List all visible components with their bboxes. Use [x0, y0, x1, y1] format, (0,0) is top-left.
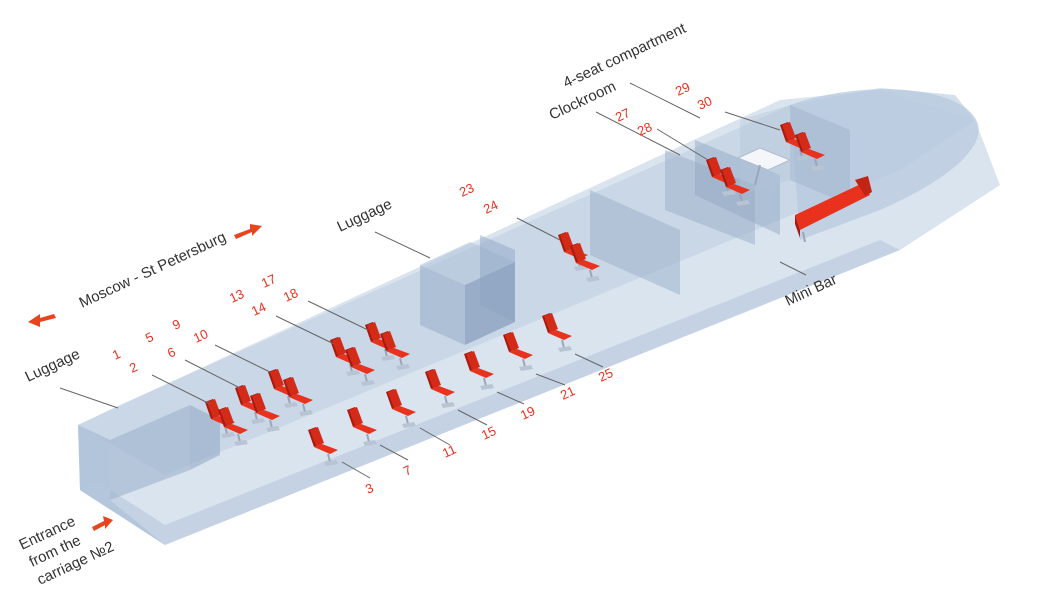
leader-lines [59, 82, 807, 479]
compartment-table [736, 147, 792, 171]
four-seat-label: 4-seat compartment [561, 19, 690, 91]
luggage-center-front [420, 265, 465, 345]
seat-number-5: 5 [143, 329, 156, 346]
carriage-front-edge [80, 240, 900, 545]
luggage-left-label: Luggage [23, 346, 83, 386]
seat-number-11: 11 [440, 441, 459, 460]
table-leg [754, 164, 761, 186]
seat-number-13: 13 [227, 286, 246, 306]
mid-partition [590, 190, 680, 295]
partitions [110, 105, 850, 500]
seat-number-29: 29 [673, 79, 692, 99]
seat-number-25: 25 [596, 365, 615, 385]
clockroom-label: Clockroom [547, 78, 619, 124]
seat-number-21: 21 [558, 383, 577, 403]
seat-number-labels: 1 2 5 6 9 10 13 14 17 18 23 24 27 28 29 … [110, 79, 714, 497]
seat-number-18: 18 [281, 285, 300, 305]
seat-number-7: 7 [401, 462, 414, 479]
luggage-center-top [420, 242, 515, 285]
seat-number-19: 19 [518, 403, 537, 423]
seat-number-17: 17 [259, 271, 278, 291]
clockroom-partition-1 [665, 150, 755, 245]
direction-label: Moscow - St Petersburg [77, 229, 229, 312]
seat-number-3: 3 [363, 480, 376, 497]
seat-number-1: 1 [110, 346, 123, 363]
seat-number-27: 27 [613, 105, 632, 125]
entrance-arrow-icon [92, 516, 113, 531]
seat-number-28: 28 [635, 119, 654, 139]
seat-number-30: 30 [695, 93, 714, 113]
luggage-left-side [190, 405, 220, 470]
seat-number-6: 6 [165, 344, 178, 361]
seat-number-14: 14 [249, 299, 268, 319]
arrow-right-icon [234, 224, 262, 239]
carriage-hull [78, 88, 1000, 545]
luggage-center-back [480, 235, 515, 322]
seat-number-10: 10 [191, 326, 210, 346]
seat-number-15: 15 [479, 423, 498, 443]
seat-number-23: 23 [457, 180, 476, 200]
arrow-left-icon [28, 314, 56, 327]
seat-number-24: 24 [481, 197, 500, 217]
luggage-center-side [465, 262, 515, 345]
seat-number-2: 2 [127, 359, 140, 376]
luggage-center-label: Luggage [335, 196, 395, 236]
seat-number-9: 9 [170, 316, 183, 333]
carriage-end-wall [78, 425, 165, 545]
luggage-left-partition [110, 405, 190, 500]
mini-bar-sofa [795, 176, 872, 243]
